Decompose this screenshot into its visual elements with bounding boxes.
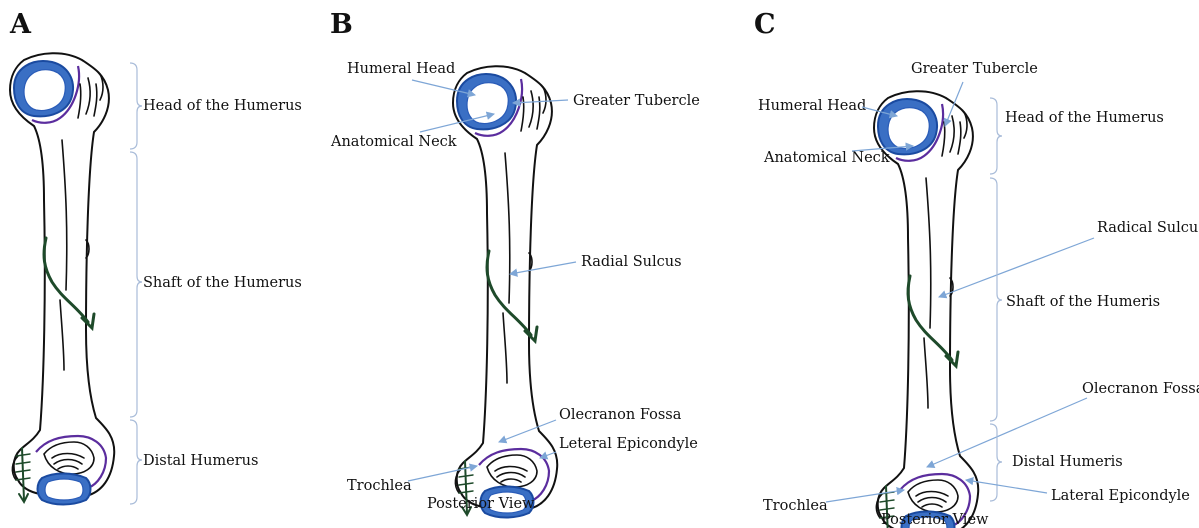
label-anatomical-neck-b: Anatomical Neck <box>330 134 457 150</box>
label-greater-tubercle-c: Greater Tubercle <box>911 61 1038 77</box>
bracket-shaft-c <box>990 178 1002 421</box>
humerus-drawing-c <box>874 91 978 528</box>
label-radical-sulcus-c: Radical Sulcus <box>1097 220 1199 236</box>
label-shaft-of-humeris-c: Shaft of the Humeris <box>1006 294 1160 310</box>
label-trochlea-c: Trochlea <box>763 498 828 514</box>
humerus-drawing-b <box>453 66 557 517</box>
label-shaft-of-humerus-a: Shaft of the Humerus <box>143 275 302 291</box>
panel-a-letter: A <box>9 9 32 40</box>
panel-b-letter: B <box>330 9 353 40</box>
label-greater-tubercle-b: Greater Tubercle <box>573 93 700 109</box>
panel-a: A Head of the Humerus Shaft of the Humer… <box>9 9 302 505</box>
humerus-drawing-a <box>10 53 114 504</box>
label-posterior-view-b: Posterior View <box>427 496 535 512</box>
label-lateral-epicondyle-c: Lateral Epicondyle <box>1051 488 1190 504</box>
label-posterior-view-c: Posterior View <box>881 512 989 528</box>
label-head-of-humerus-c: Head of the Humerus <box>1005 110 1164 126</box>
label-trochlea-b: Trochlea <box>347 478 412 494</box>
arrow-radical-sulcus-c <box>939 238 1094 297</box>
panel-c-letter: C <box>754 9 776 40</box>
label-distal-humerus-a: Distal Humerus <box>143 453 258 469</box>
bracket-shaft-a <box>130 152 142 417</box>
bracket-head-c <box>990 98 1002 174</box>
label-radial-sulcus-b: Radial Sulcus <box>581 254 682 270</box>
label-humeral-head-b: Humeral Head <box>347 61 455 77</box>
label-distal-humeris-c: Distal Humeris <box>1012 454 1123 470</box>
bracket-distal-a <box>130 420 142 504</box>
label-olecranon-fossa-b: Olecranon Fossa <box>559 407 682 423</box>
label-olecranon-fossa-c: Olecranon Fossa <box>1082 381 1199 397</box>
label-lateral-epicondyle-b: Leteral Epicondyle <box>559 436 698 452</box>
label-humeral-head-c: Humeral Head <box>758 98 866 114</box>
bracket-head-a <box>130 63 142 149</box>
label-anatomical-neck-c: Anatomical Neck <box>763 150 890 166</box>
panel-b: B Humeral Head Greater Tubercle Anatomic… <box>330 9 700 518</box>
panel-c: C Greater Tubercle Humeral Head Head of … <box>754 9 1199 528</box>
label-head-of-humerus-a: Head of the Humerus <box>143 98 302 114</box>
